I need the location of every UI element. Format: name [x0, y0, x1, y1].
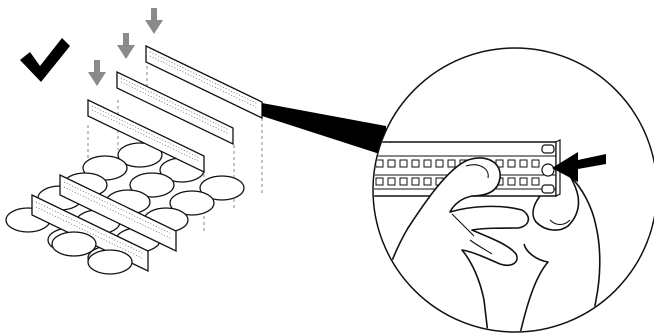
top-strips: [88, 46, 262, 172]
down-arrow-icon: [117, 33, 135, 59]
down-arrow-icon: [145, 8, 163, 34]
zoom-pointer: [262, 103, 386, 156]
strip-notches: [542, 145, 554, 193]
checkmark-icon: [20, 38, 70, 82]
down-arrow-icon: [88, 60, 106, 86]
